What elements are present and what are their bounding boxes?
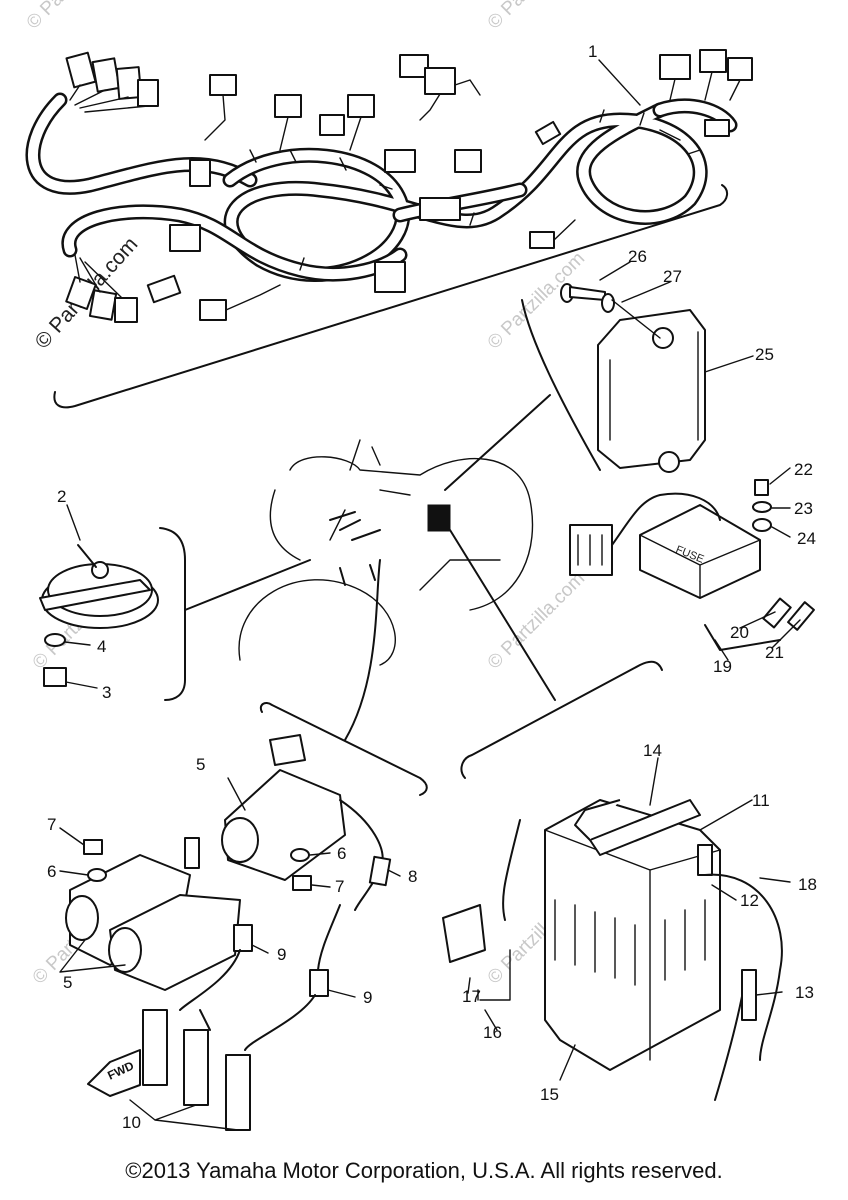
battery-strap-14 <box>589 799 701 856</box>
harness-connector-7 <box>419 197 461 221</box>
plug-cap-a <box>142 1009 168 1086</box>
harness-connector-9 <box>529 231 555 249</box>
harness-connector-15 <box>146 274 182 304</box>
callout-1: 1 <box>588 42 597 61</box>
harness-connector-1 <box>209 74 237 96</box>
callout-24: 24 <box>797 529 816 548</box>
resistor-8 <box>368 855 392 887</box>
fuse-box: FUSE <box>569 479 815 651</box>
fuse-20 <box>762 597 792 629</box>
watermark-4: © Partzilla.com <box>484 568 589 673</box>
harness-connector-17 <box>659 54 691 80</box>
callout-22: 22 <box>794 460 813 479</box>
battery-terminal <box>697 844 713 876</box>
callouts: 1 2 3 4 5 5 6 6 7 7 8 9 9 10 11 12 13 14… <box>47 42 817 1132</box>
harness-connector-4 <box>319 114 345 136</box>
harness-connector-18 <box>699 49 727 73</box>
harness-connector-12 <box>424 67 456 95</box>
bolt-3 <box>43 667 67 687</box>
callout-9a: 9 <box>277 945 286 964</box>
harness-connector-20 <box>704 119 730 137</box>
callout-10: 10 <box>122 1113 141 1132</box>
harness-connector-10 <box>534 120 562 146</box>
callout-5b: 5 <box>63 973 72 992</box>
harness-connector-2 <box>274 94 302 118</box>
callout-14: 14 <box>643 741 662 760</box>
callout-23: 23 <box>794 499 813 518</box>
callout-18: 18 <box>798 875 817 894</box>
plug-cap-b <box>183 1029 209 1106</box>
harness-connector-14 <box>169 224 201 252</box>
washer-6b <box>290 848 310 862</box>
harness-connector-6 <box>454 149 482 173</box>
wire-harness <box>25 49 753 409</box>
callout-9b: 9 <box>363 988 372 1007</box>
callout-4: 4 <box>97 637 106 656</box>
harness-connector-13 <box>189 159 211 187</box>
callout-7b: 7 <box>335 877 344 896</box>
harness-connector-16 <box>199 299 227 321</box>
harness-connector-19 <box>727 57 753 81</box>
nut-7a <box>83 839 103 855</box>
fwd-arrow <box>87 1049 141 1097</box>
callout-26: 26 <box>628 247 647 266</box>
callout-8: 8 <box>408 867 417 886</box>
washer-6a <box>87 868 107 882</box>
watermark-2: © Partzilla.com <box>484 0 589 34</box>
callout-2: 2 <box>57 487 66 506</box>
cap-9b <box>309 969 329 997</box>
cap-9a <box>233 924 253 952</box>
washer-27 <box>601 293 615 313</box>
horn <box>39 527 311 701</box>
copyright-notice: ©2013 Yamaha Motor Corporation, U.S.A. A… <box>125 1158 723 1183</box>
callout-6b: 6 <box>337 844 346 863</box>
callout-16: 16 <box>483 1023 502 1042</box>
callout-3: 3 <box>102 683 111 702</box>
callout-21: 21 <box>765 643 784 662</box>
plug-cap-c <box>225 1054 251 1131</box>
coil-terminal <box>184 837 200 869</box>
harness-connector-8 <box>374 261 406 293</box>
cdi-location-marker <box>427 504 451 532</box>
callout-11: 11 <box>752 791 770 810</box>
bolt-26 <box>560 283 606 303</box>
motorcycle-silhouette <box>238 439 534 666</box>
fuse-21 <box>787 601 815 631</box>
callout-20: 20 <box>730 623 749 642</box>
harness-connector-3 <box>347 94 375 118</box>
callout-25: 25 <box>755 345 774 364</box>
callout-6a: 6 <box>47 862 56 881</box>
watermark-3: © Partzilla.com <box>484 248 589 353</box>
watermark-1: © Partzilla.com <box>23 0 128 34</box>
washer-4 <box>44 633 66 647</box>
callout-13: 13 <box>795 983 814 1002</box>
callout-7a: 7 <box>47 815 56 834</box>
ignition-coils: FWD <box>65 559 428 1131</box>
fuse-connector <box>569 524 613 576</box>
harness-connector-11 <box>399 54 429 78</box>
callout-15: 15 <box>540 1085 559 1104</box>
battery-15 <box>544 799 721 1071</box>
callout-19: 19 <box>713 657 732 676</box>
callout-17: 17 <box>462 987 481 1006</box>
terminal-cover-17 <box>442 904 486 963</box>
harness-connector-5 <box>384 149 416 173</box>
leader-lines <box>59 59 801 1081</box>
callout-12: 12 <box>740 891 759 910</box>
callout-27: 27 <box>663 267 682 286</box>
breather-pipe-13 <box>741 969 757 1021</box>
battery-section <box>442 529 783 1101</box>
callout-5a: 5 <box>196 755 205 774</box>
cdi-unit <box>444 299 706 491</box>
nut-7b <box>292 875 312 891</box>
